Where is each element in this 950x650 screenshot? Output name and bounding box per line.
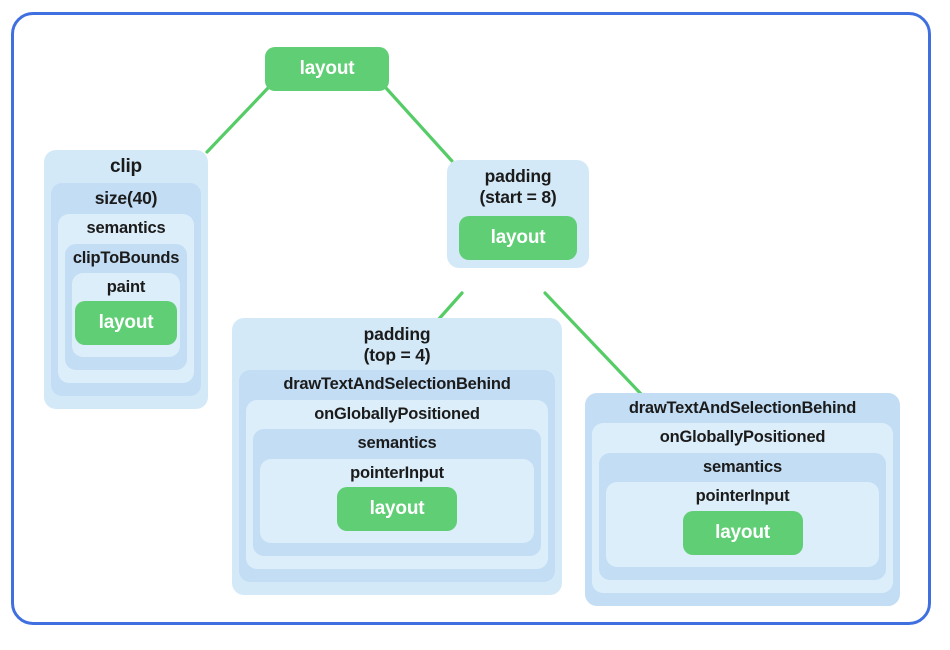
node-clip-to-bounds-label: clipToBounds [72,248,180,267]
node-clip[interactable]: clip size(40) semantics clipToBounds pai… [44,150,208,410]
node-paint-label: paint [106,277,146,296]
node-draw-text-middle[interactable]: drawTextAndSelectionBehind onGloballyPos… [239,370,555,583]
node-pointer-input-right[interactable]: pointerInput layout [606,482,879,567]
node-padding-start[interactable]: padding (start = 8) layout [447,160,589,269]
node-paint[interactable]: paint layout [72,272,180,358]
node-on-globally-positioned-middle-label: onGloballyPositioned [314,404,480,423]
node-middle-layout[interactable]: layout [337,487,457,532]
node-clip-label: clip [110,156,142,177]
node-padding-top[interactable]: padding (top = 4) drawTextAndSelectionBe… [232,318,562,596]
node-semantics-label: semantics [86,219,166,238]
node-pointer-input-middle[interactable]: pointerInput layout [260,458,534,544]
node-semantics[interactable]: semantics clipToBounds paint layout [58,214,194,384]
node-semantics-right-label: semantics [703,457,782,476]
node-right-layout[interactable]: layout [682,510,803,555]
node-on-globally-positioned-right-label: onGloballyPositioned [659,428,826,447]
node-padding-top-label-line1: padding [363,324,431,344]
node-padding-start-layout[interactable]: layout [459,216,577,261]
node-clip-to-bounds[interactable]: clipToBounds paint layout [65,243,187,371]
node-pointer-input-right-label: pointerInput [695,487,790,506]
node-padding-top-label-line2: (top = 4) [363,344,431,365]
node-pointer-input-middle-label: pointerInput [350,463,444,482]
node-semantics-middle-label: semantics [357,434,437,453]
node-size-label: size(40) [94,188,158,209]
node-size[interactable]: size(40) semantics clipToBounds paint la… [51,183,201,397]
node-on-globally-positioned-right[interactable]: onGloballyPositioned semantics pointerIn… [592,423,893,593]
node-draw-text-right[interactable]: drawTextAndSelectionBehind onGloballyPos… [585,393,900,606]
node-on-globally-positioned-middle[interactable]: onGloballyPositioned semantics pointerIn… [246,399,548,570]
node-padding-start-label-line1: padding [484,166,552,186]
node-semantics-right[interactable]: semantics pointerInput layout [599,452,886,580]
node-semantics-middle[interactable]: semantics pointerInput layout [253,429,541,557]
node-draw-text-right-label: drawTextAndSelectionBehind [628,399,857,417]
node-root-layout[interactable]: layout [265,47,389,91]
node-clip-layout[interactable]: layout [75,301,177,346]
node-padding-start-label-line2: (start = 8) [479,186,557,207]
node-draw-text-middle-label: drawTextAndSelectionBehind [283,375,511,394]
